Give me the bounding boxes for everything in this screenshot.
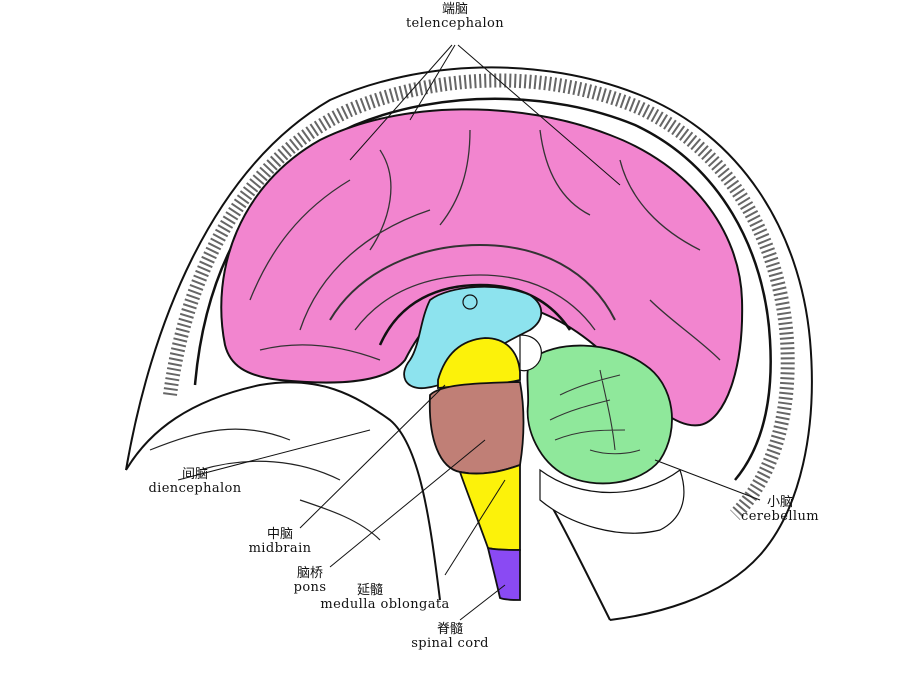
gyri-lines — [249, 129, 721, 361]
label-telencephalon-en: telencephalon — [405, 16, 505, 31]
label-pons: 脑桥 pons — [280, 567, 340, 595]
label-cerebellum-zh: 小脑 — [766, 495, 793, 510]
telencephalon-region — [220, 108, 744, 427]
label-spinal-cord-en: spinal cord — [411, 636, 489, 651]
label-diencephalon: 间脑 diencephalon — [140, 468, 250, 496]
label-diencephalon-en: diencephalon — [148, 481, 242, 496]
label-midbrain: 中脑 midbrain — [240, 528, 320, 556]
pineal — [462, 294, 478, 310]
label-cerebellum-en: cerebellum — [741, 509, 819, 524]
label-telencephalon-zh: 端脑 — [441, 2, 468, 17]
skull-base — [125, 381, 441, 601]
label-spinal-cord: 脊髓 spinal cord — [395, 623, 505, 651]
label-diencephalon-zh: 间脑 — [181, 467, 208, 482]
fourth-ventricle — [519, 334, 542, 372]
label-midbrain-en: midbrain — [248, 541, 312, 556]
cerebellum-region — [526, 344, 673, 485]
label-medulla-en: medulla oblongata — [320, 597, 450, 612]
leader-lines — [177, 44, 761, 621]
arbor-vitae — [549, 369, 641, 455]
label-medulla: 延髓 medulla oblongata — [305, 584, 465, 612]
label-cerebellum: 小脑 cerebellum — [730, 496, 830, 524]
label-pons-en: pons — [293, 580, 327, 595]
label-telencephalon: 端脑 telencephalon — [405, 3, 505, 31]
skull-bone — [163, 73, 795, 520]
label-pons-zh: 脑桥 — [296, 566, 323, 581]
skull-outer — [125, 66, 813, 621]
label-midbrain-zh: 中脑 — [266, 527, 293, 542]
cerebellum-striation — [539, 468, 685, 534]
label-medulla-zh: 延髓 — [356, 583, 383, 598]
pons-region — [428, 381, 525, 475]
sinus-lines — [149, 428, 381, 541]
spinal-cord-region — [486, 546, 521, 601]
corpus-callosum — [378, 283, 572, 346]
label-spinal-cord-zh: 脊髓 — [436, 622, 463, 637]
